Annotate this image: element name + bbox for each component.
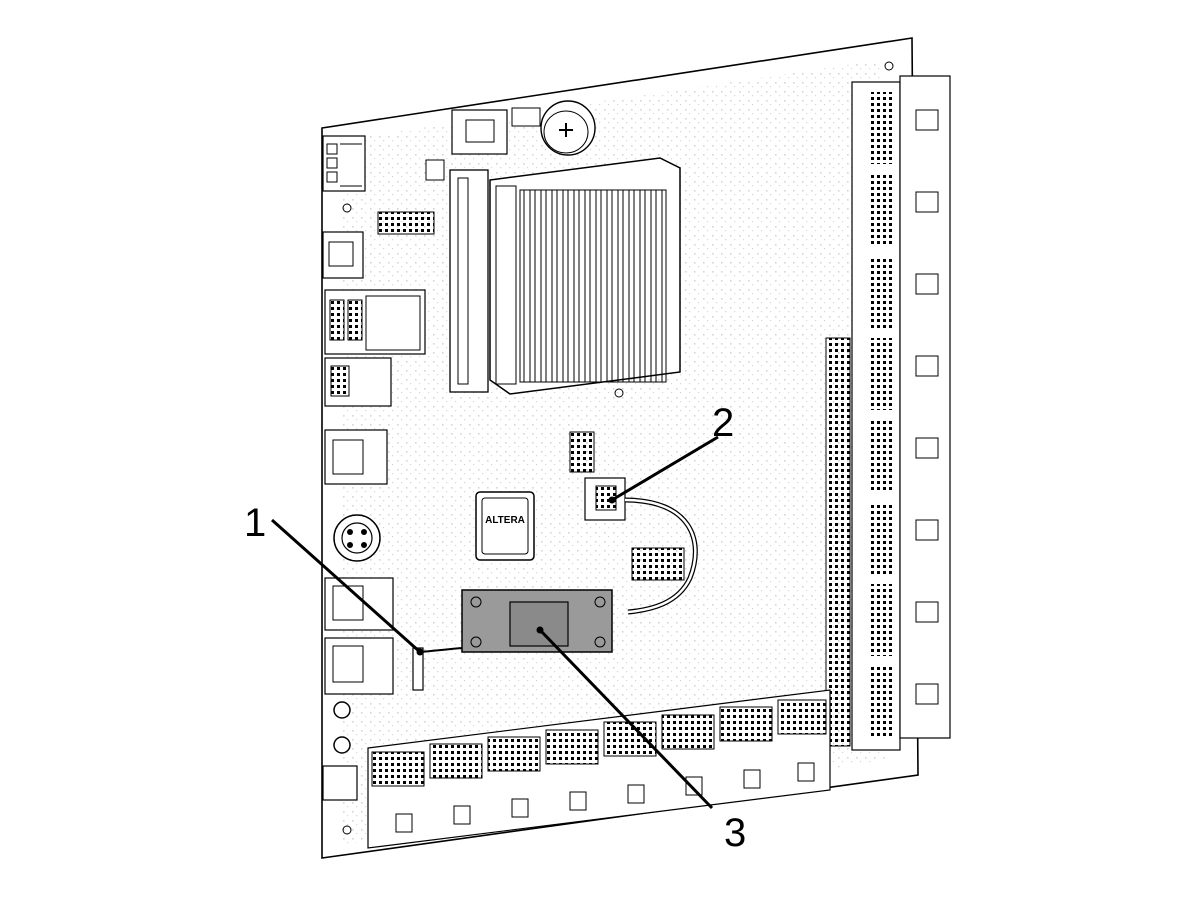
callout-3-dot (536, 626, 544, 634)
pin-header-top (377, 211, 435, 235)
callout-1-label: 1 (244, 501, 266, 545)
callout-1-dot (416, 648, 424, 656)
center-headers (569, 431, 685, 581)
callout-3-leader (538, 628, 714, 810)
gray-module (461, 589, 613, 653)
heatsink (489, 157, 681, 395)
callout-3-label: 3 (724, 811, 746, 855)
ribbon-cable (624, 497, 698, 615)
battery-holder (540, 100, 596, 156)
bottom-connector-row (367, 689, 831, 849)
left-connectors (322, 231, 426, 485)
callout-2-label: 2 (712, 401, 734, 445)
top-small-connector (451, 107, 541, 155)
small-component (425, 159, 445, 181)
memory-slot (449, 169, 489, 393)
left-lower-connectors (322, 577, 394, 801)
right-connector-column (825, 75, 951, 751)
power-connector (322, 135, 366, 192)
callout-2-dot (608, 496, 616, 504)
callout-1-leader (271, 518, 421, 654)
altera-chip: ALTERA (475, 491, 535, 561)
chip-label: ALTERA (485, 515, 525, 526)
round-connector (333, 514, 381, 562)
callout-2-leader (611, 435, 719, 502)
